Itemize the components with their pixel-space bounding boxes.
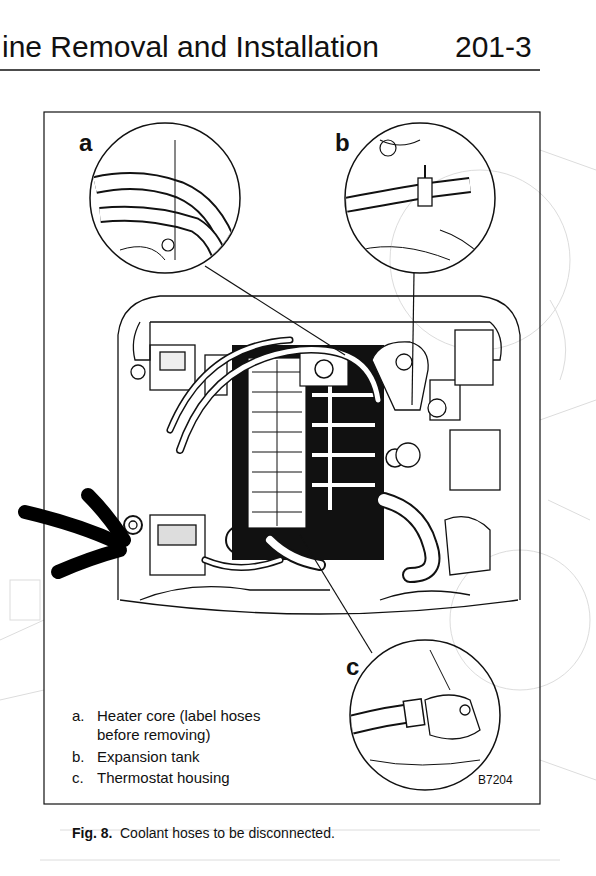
legend-letter: a. — [72, 707, 85, 726]
figure-number: Fig. 8. — [72, 825, 112, 843]
figure-code: B7204 — [478, 773, 513, 788]
legend-letter: c. — [72, 769, 84, 788]
detail-letter: b — [335, 128, 350, 158]
header-rule — [0, 69, 540, 71]
engine-block — [232, 345, 404, 560]
legend-text: Thermostat housing — [97, 769, 230, 788]
detail-letter: a — [79, 128, 92, 158]
legend-text: Heater core (label hoses before removing… — [97, 707, 287, 745]
bleed-through — [0, 150, 596, 860]
detail-thermostat-housing — [350, 640, 500, 790]
legend-letter: b. — [72, 748, 85, 767]
legend-text: Expansion tank — [97, 748, 200, 767]
expansion-tank — [372, 330, 500, 575]
figure-caption: Coolant hoses to be disconnected. — [120, 825, 335, 843]
page-number: 201-3 — [455, 28, 532, 66]
marker-arrow — [25, 495, 124, 572]
coolant-hoses — [170, 340, 433, 575]
page-header: ine Removal and Installation — [2, 28, 379, 66]
figure-frame — [44, 112, 540, 804]
detail-heater-core — [90, 123, 240, 280]
detail-expansion-tank — [345, 123, 495, 273]
leader-lines — [205, 266, 414, 653]
detail-letter: c — [346, 652, 359, 682]
